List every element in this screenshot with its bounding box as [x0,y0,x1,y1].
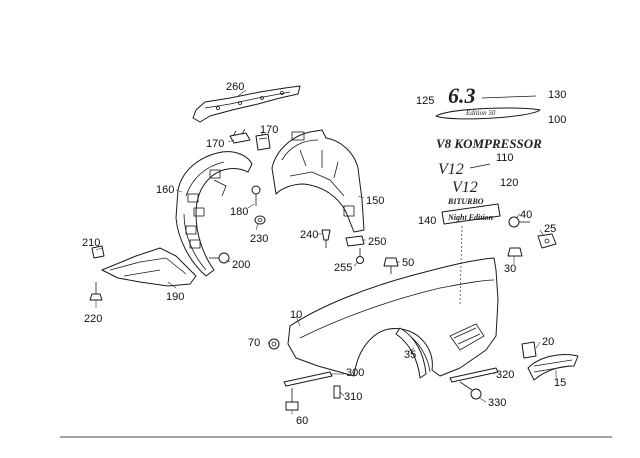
callout-140: 140 [418,215,436,227]
badge-120-v12-biturbo: V12 BITURBO [447,179,484,206]
part-20-vent-bracket [521,341,537,359]
badge-120-text-a: V12 [452,179,478,196]
callout-70: 70 [248,337,260,349]
part-60-bolt [285,388,299,411]
part-15-side-vent [527,354,579,381]
part-50-screw [383,257,399,274]
callout-30: 30 [504,263,516,275]
part-170-clip-a [229,128,251,144]
part-180-bolt [251,185,261,206]
callout-230: 230 [250,233,268,245]
callout-180: 180 [230,206,248,218]
callout-310: 310 [344,391,362,403]
callout-100: 100 [548,114,566,126]
part-200-screw [209,252,230,264]
part-30-nut [507,247,523,257]
part-240-rivet [321,229,331,248]
part-40-bolt [508,216,530,228]
callout-120: 120 [500,177,518,189]
badge-130-edition-50: Edition 50 [435,107,541,120]
callout-210: 210 [82,237,100,249]
callout-125: 125 [416,95,434,107]
badge-120-text-b: BITURBO [447,197,484,206]
part-260-trim-strip [192,85,301,123]
part-25-bracket [537,233,557,249]
part-150-inner-liner [271,129,365,233]
part-160-wheel-arch-liner [175,151,253,277]
part-330-screw [459,381,482,400]
badge-130-text: Edition 50 [465,109,496,117]
part-170-clip-b [255,133,271,151]
callout-160: 160 [156,184,174,196]
badge-100-v8-kompressor: V8 KOMPRESSOR [436,136,542,151]
part-190-splash-shield [101,247,197,287]
part-10-front-fender [287,257,499,377]
callout-260: 260 [226,81,244,93]
callout-10: 10 [290,309,302,321]
callout-150: 150 [366,195,384,207]
callout-190: 190 [166,291,184,303]
part-220-bolt [89,282,103,301]
part-320-trim-strip [449,367,499,383]
part-250-clip [345,235,365,247]
badge-125-6-3: 6.3 [448,83,537,108]
badge-140-night-edition: Night Edition [441,203,501,225]
callout-25: 25 [544,223,556,235]
callout-250: 250 [368,236,386,248]
badge-100-text: V8 KOMPRESSOR [436,136,542,151]
callout-300: 300 [346,367,364,379]
callout-170-b: 170 [260,124,278,136]
callout-35: 35 [404,349,416,361]
badge-110-text: V12 [438,161,464,178]
callout-110: 110 [496,152,514,164]
part-300-trim-strip [283,371,333,387]
callout-50: 50 [402,257,414,269]
callout-320: 320 [496,369,514,381]
callout-330: 330 [488,397,506,409]
callout-130: 130 [548,89,566,101]
callout-200: 200 [232,259,250,271]
callout-255: 255 [334,262,352,274]
callout-labels: 260 170 170 160 180 230 200 210 220 190 … [82,81,566,427]
part-210-nut [91,245,105,259]
callout-60: 60 [296,415,308,427]
part-310-clip [333,385,341,399]
callout-40: 40 [520,209,532,221]
part-230-washer [254,215,266,225]
callout-240: 240 [300,229,318,241]
badge-125-text: 6.3 [448,83,476,108]
badge-110-v12: V12 [438,161,491,178]
part-35-arch-trim [395,327,427,379]
callout-170-a: 170 [206,138,224,150]
leader-lines [95,89,557,414]
part-70-nut [268,338,280,350]
badge-140-text: Night Edition [447,213,494,222]
callout-15: 15 [554,377,566,389]
part-255-screw [356,248,364,264]
callout-220: 220 [84,313,102,325]
callout-20: 20 [542,336,554,348]
